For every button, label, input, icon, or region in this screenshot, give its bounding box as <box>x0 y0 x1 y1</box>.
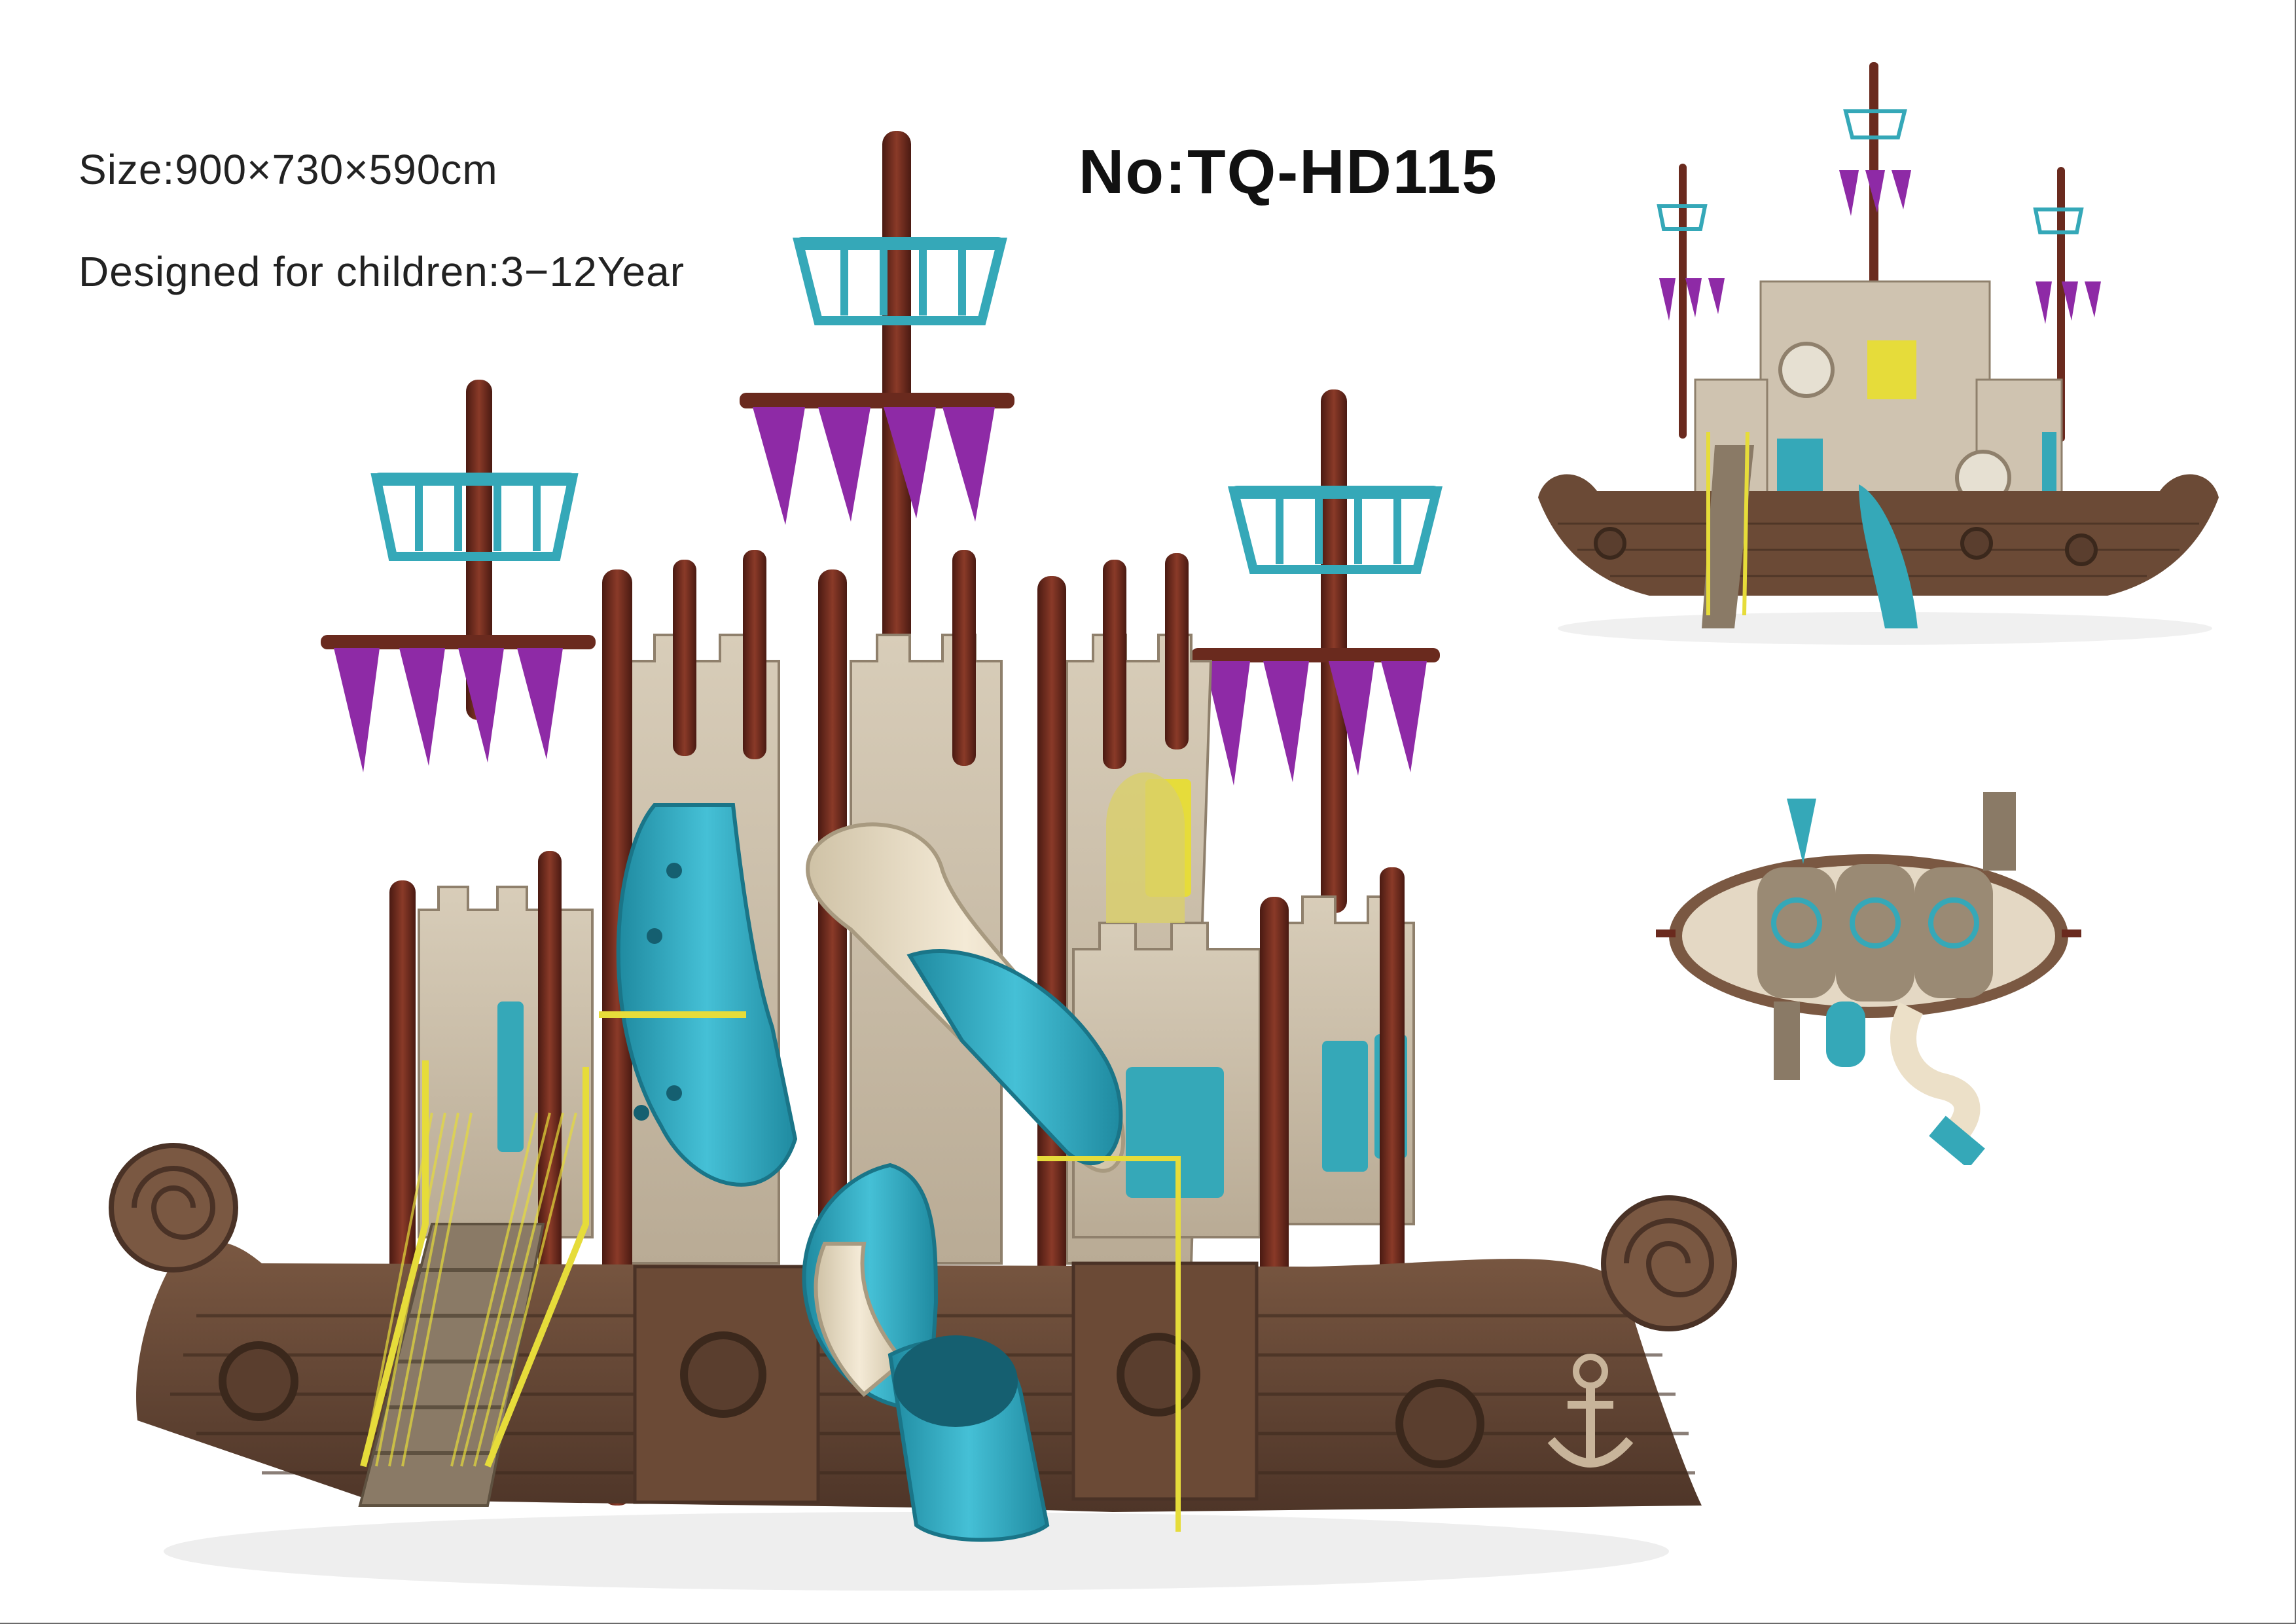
playground-rear-view <box>1538 62 2219 645</box>
size-spec: Size:900×730×590cm <box>79 146 498 193</box>
mast-right <box>1191 389 1440 913</box>
stair-railings <box>360 1060 589 1468</box>
anchor-icon <box>1547 1354 1634 1468</box>
plan-stairs-slide <box>1774 792 2016 1165</box>
mast-left <box>321 380 596 772</box>
crows-nest-right <box>1228 486 1443 574</box>
rear-stairs-slide <box>1702 431 1918 628</box>
spiral-slide-center <box>802 822 1181 1542</box>
playground-top-view <box>1656 792 2081 1165</box>
crows-nest-left <box>370 473 579 561</box>
crows-nest-center <box>793 237 1007 325</box>
ground-shadow <box>164 1512 1669 1591</box>
plan-decks <box>1757 799 1993 1001</box>
model-number: No:TQ-HD115 <box>1079 137 1498 207</box>
playground-front-view <box>109 131 1737 1591</box>
tube-slide-left <box>599 803 798 1187</box>
mast-center <box>740 131 1014 733</box>
age-spec: Designed for children:3−12Year <box>79 248 685 295</box>
